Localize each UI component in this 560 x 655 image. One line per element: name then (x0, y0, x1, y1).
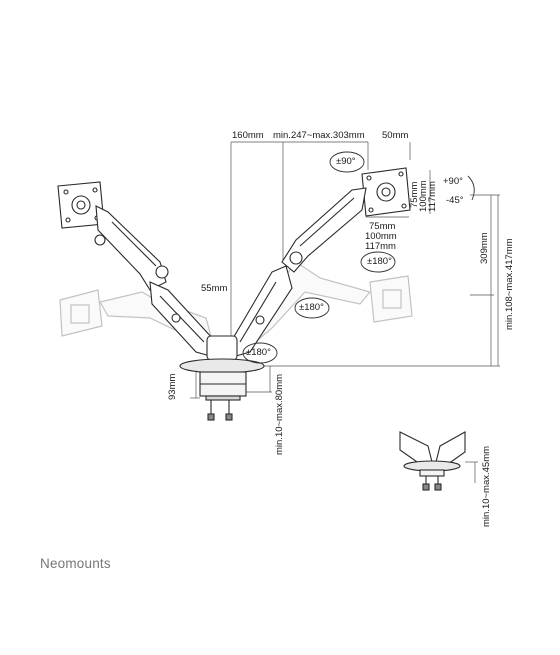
angle-tilt-up: +90° (443, 176, 463, 187)
dim-vesa-h2: 100mm (365, 231, 397, 242)
arm-left (94, 205, 215, 357)
dim-pole-width: 55mm (201, 283, 228, 294)
dim-plate-offset: 50mm (382, 130, 409, 141)
vesa-plate-left (57, 181, 105, 229)
arm-right (231, 187, 367, 357)
dim-desk-clamp-range: min.10~max.80mm (274, 373, 285, 455)
dim-vesa-h3: 117mm (365, 241, 396, 252)
dim-clamp-height: 93mm (167, 373, 178, 400)
angle-rotate: ±90° (336, 156, 356, 167)
dim-arm-reach: min.247~max.303mm (273, 130, 365, 141)
dim-grommet-range: min.10~max.45mm (481, 445, 492, 527)
rotation-arcs (242, 151, 475, 364)
dim-height-range: min.108~max.417mm (504, 238, 515, 330)
angle-swivel-arm: ±180° (299, 302, 324, 313)
dim-vesa-v3: 117mm (427, 181, 438, 212)
vesa-plate-right (361, 167, 411, 217)
dimension-lines (190, 141, 500, 483)
base-clamp (179, 335, 265, 421)
dim-lift: 309mm (479, 232, 490, 264)
grommet-inset (399, 431, 466, 491)
dim-vesa-h1: 75mm (369, 221, 396, 232)
brand-logo: Neomounts (40, 556, 111, 571)
angle-swivel-head: ±180° (367, 256, 392, 267)
angle-tilt-down: -45° (446, 195, 464, 206)
dim-arm-depth: 160mm (232, 130, 264, 141)
angle-swivel-base: ±180° (246, 347, 271, 358)
